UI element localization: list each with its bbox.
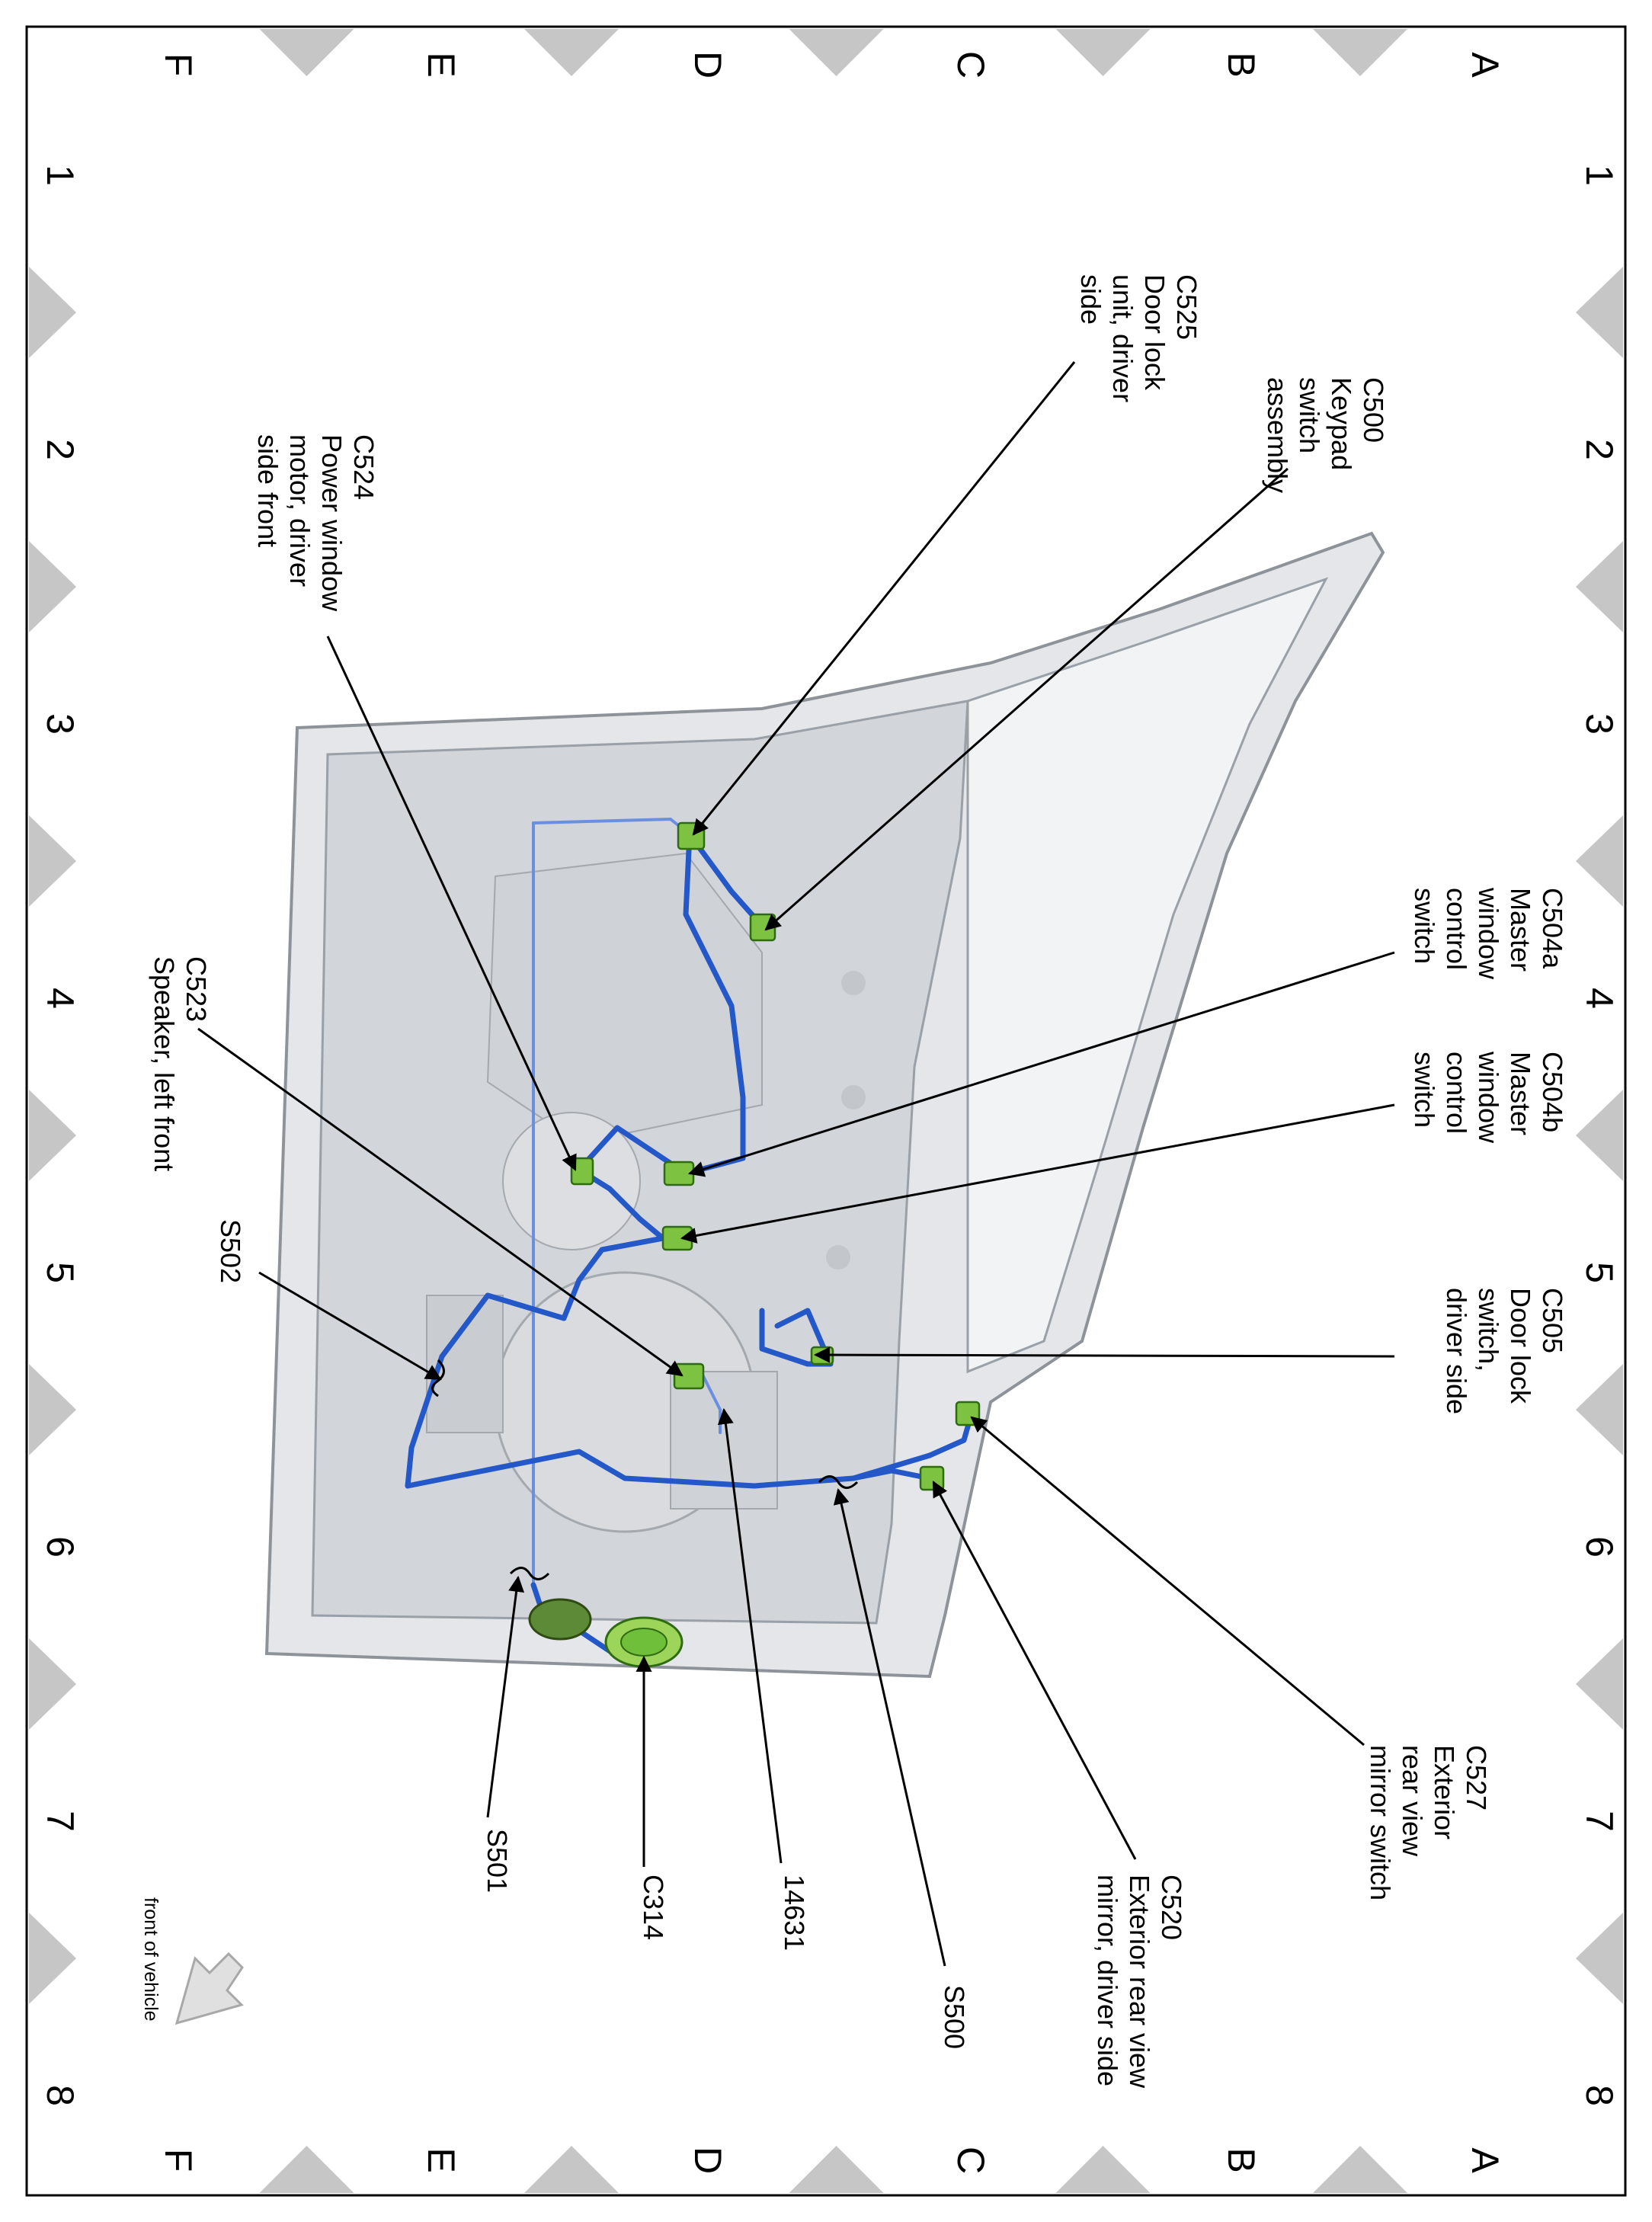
- splice-s500: [818, 1475, 859, 1489]
- grommet-s501: [528, 1598, 592, 1641]
- label-c314: C314: [638, 1875, 669, 1940]
- label-c505: C505 Door lock switch, driver side: [1441, 1288, 1568, 1414]
- label-s502: S502: [215, 1219, 246, 1283]
- front-direction-arrow-icon: [174, 1951, 244, 2025]
- grid-marker-triangle: [1576, 1364, 1623, 1455]
- grid-col-label-left: 6: [39, 1536, 82, 1558]
- grid-col-label-right: 5: [1578, 1262, 1621, 1283]
- grid-row-label-bottom: A: [1464, 2147, 1506, 2173]
- connector-c500: [749, 913, 776, 942]
- grid-marker-triangle: [1313, 29, 1407, 76]
- splices: [431, 1359, 859, 1580]
- label-c525: C525 Door lock unit, driver side: [1075, 274, 1202, 410]
- leader-lines: [197, 361, 1395, 1967]
- grid-row-label-bottom: B: [1220, 2147, 1263, 2172]
- grid-col-label-right: 4: [1578, 988, 1621, 1009]
- grid-col-label-right: 3: [1578, 713, 1621, 735]
- grid-col-label-left: 3: [39, 713, 82, 735]
- grid-marker-triangle: [524, 29, 619, 76]
- label-c527: C527 Exterior rear view mirror switch: [1365, 1745, 1492, 1900]
- grid-marker-triangle: [29, 1913, 76, 2004]
- grid-col-label-right: 2: [1578, 439, 1621, 460]
- grid-col-label-left: 1: [39, 165, 82, 186]
- grid-marker-triangle: [29, 1638, 76, 1730]
- grid-marker-triangle: [1576, 815, 1623, 907]
- grid-row-label-bottom: C: [949, 2147, 992, 2174]
- grid-marker-triangle: [259, 29, 354, 76]
- grid-row-label-bottom: D: [687, 2147, 729, 2174]
- grid-col-label-left: 8: [39, 2085, 82, 2106]
- grid-marker-triangle: [29, 815, 76, 907]
- grid-col-label-left: 7: [39, 1811, 82, 1832]
- grid-marker-triangle: [1576, 1913, 1623, 2004]
- grid-row-label-top: F: [157, 53, 200, 77]
- grid-marker-triangle: [1313, 2146, 1407, 2193]
- grid-marker-triangle: [1576, 541, 1623, 632]
- label-c520: C520 Exterior rear view mirror, driver s…: [1092, 1875, 1187, 2096]
- grommet-c314: [604, 1616, 684, 1668]
- grid-row-label-top: B: [1220, 52, 1263, 77]
- connector-c520: [919, 1465, 945, 1491]
- grid-marker-triangle: [259, 2146, 354, 2193]
- grid-col-label-left: 2: [39, 439, 82, 460]
- label-c504a: C504a Master window control switch: [1409, 887, 1568, 987]
- grid-row-label-top: E: [420, 52, 463, 77]
- grid-marker-triangle: [1576, 1090, 1623, 1181]
- grid-marker-triangle: [29, 1090, 76, 1181]
- label-c500: C500 Keypad switch assembly: [1262, 377, 1389, 493]
- connector-c523: [673, 1362, 705, 1390]
- grid-marker-triangle: [524, 2146, 619, 2193]
- door-panel: [264, 531, 1385, 1679]
- frame-border: [25, 25, 1627, 2197]
- grid-col-label-right: 7: [1578, 1811, 1621, 1832]
- front-of-vehicle-indicator: front of vehicle: [140, 1897, 244, 2025]
- grid-col-label-left: 4: [39, 988, 82, 1009]
- label-14631: 14631: [779, 1875, 810, 1951]
- grid-row-label-top: D: [687, 51, 729, 78]
- splice-s501: [509, 1567, 550, 1580]
- connectors: [570, 821, 981, 1491]
- connector-c504a: [663, 1161, 695, 1186]
- label-c504b: C504b Master window control switch: [1409, 1051, 1568, 1151]
- grid-col-label-right: 8: [1578, 2085, 1621, 2106]
- label-s500: S500: [939, 1985, 970, 2049]
- grid-col-label-right: 6: [1578, 1536, 1621, 1558]
- grid-row-label-bottom: F: [157, 2149, 200, 2172]
- front-of-vehicle-label: front of vehicle: [140, 1897, 162, 2022]
- grid-marker-triangle: [1055, 2146, 1151, 2193]
- grid-marker-triangle: [789, 29, 884, 76]
- grid-row-label-top: A: [1464, 52, 1506, 78]
- grid-row-label-top: C: [949, 51, 992, 78]
- grid-marker-triangle: [1576, 1638, 1623, 1730]
- label-c523: C523 Speaker, left front: [149, 956, 212, 1171]
- grid-marker-triangle: [789, 2146, 884, 2193]
- connector-c524: [570, 1157, 594, 1186]
- label-s501: S501: [482, 1829, 513, 1893]
- grid-col-label-left: 5: [39, 1262, 82, 1283]
- label-c524: C524 Power window motor, driver side fro…: [252, 434, 379, 619]
- grid-markers: [29, 29, 1623, 2193]
- grid-marker-triangle: [1055, 29, 1151, 76]
- splice-s502: [431, 1359, 445, 1398]
- grid-marker-triangle: [29, 541, 76, 632]
- grid-col-label-right: 1: [1578, 165, 1621, 186]
- grid-row-label-bottom: E: [420, 2147, 463, 2172]
- grid-marker-triangle: [1576, 267, 1623, 358]
- grid-marker-triangle: [29, 1364, 76, 1455]
- grid-marker-triangle: [29, 267, 76, 358]
- callout-labels: C500 Keypad switch assembly C525 Door lo…: [149, 274, 1568, 2096]
